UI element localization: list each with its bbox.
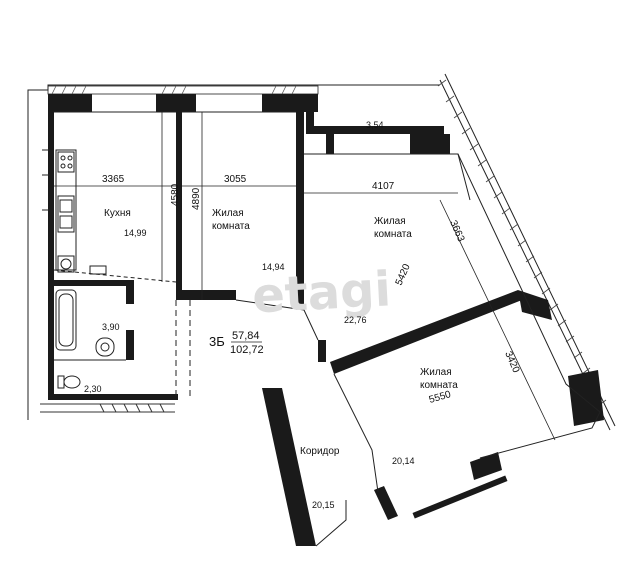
balcony-area: 3,54 bbox=[366, 120, 384, 130]
thin-lines bbox=[53, 111, 601, 547]
dim-4107: 4107 bbox=[372, 181, 395, 192]
walls bbox=[48, 94, 604, 546]
bathroom-fixtures bbox=[55, 289, 115, 389]
total-area: 102,72 bbox=[230, 344, 264, 356]
toilet-area: 2,30 bbox=[84, 384, 102, 394]
room1-name-line2: комната bbox=[212, 221, 250, 232]
kitchen-fixtures bbox=[42, 149, 107, 275]
dim-3420: 3420 bbox=[502, 350, 521, 375]
apartment-type-code: 3Б bbox=[209, 334, 225, 349]
top-window-band bbox=[47, 85, 319, 95]
kitchen-area: 14,99 bbox=[124, 228, 147, 238]
watermark: etagi bbox=[251, 261, 392, 324]
room3-name-line1: Жилая bbox=[420, 367, 452, 378]
dimension-lines bbox=[54, 112, 556, 441]
kitchen-name: Кухня bbox=[104, 208, 131, 219]
corridor-area: 20,15 bbox=[312, 500, 335, 510]
room2-name-line1: Жилая bbox=[374, 216, 406, 227]
room1-name-line1: Жилая bbox=[212, 208, 244, 219]
dim-3055: 3055 bbox=[224, 174, 247, 185]
room1-area: 14,94 bbox=[262, 262, 285, 272]
living-area: 57,84 bbox=[232, 330, 260, 342]
dim-4580: 4580 bbox=[170, 183, 181, 206]
room2-name-line2: комната bbox=[374, 229, 412, 240]
dim-5550: 5550 bbox=[428, 389, 453, 406]
dim-4890: 4890 bbox=[191, 187, 202, 210]
dim-3365: 3365 bbox=[102, 174, 125, 185]
room2-area: 22,76 bbox=[344, 315, 367, 325]
corridor-name: Коридор bbox=[300, 446, 340, 457]
dim-5420: 5420 bbox=[394, 262, 413, 287]
bottom-window-marks bbox=[40, 403, 175, 413]
room3-area: 20,14 bbox=[392, 456, 415, 466]
room3-name-line2: комната bbox=[420, 380, 458, 391]
bathroom-area: 3,90 bbox=[102, 322, 120, 332]
dim-3663: 3663 bbox=[447, 219, 466, 244]
